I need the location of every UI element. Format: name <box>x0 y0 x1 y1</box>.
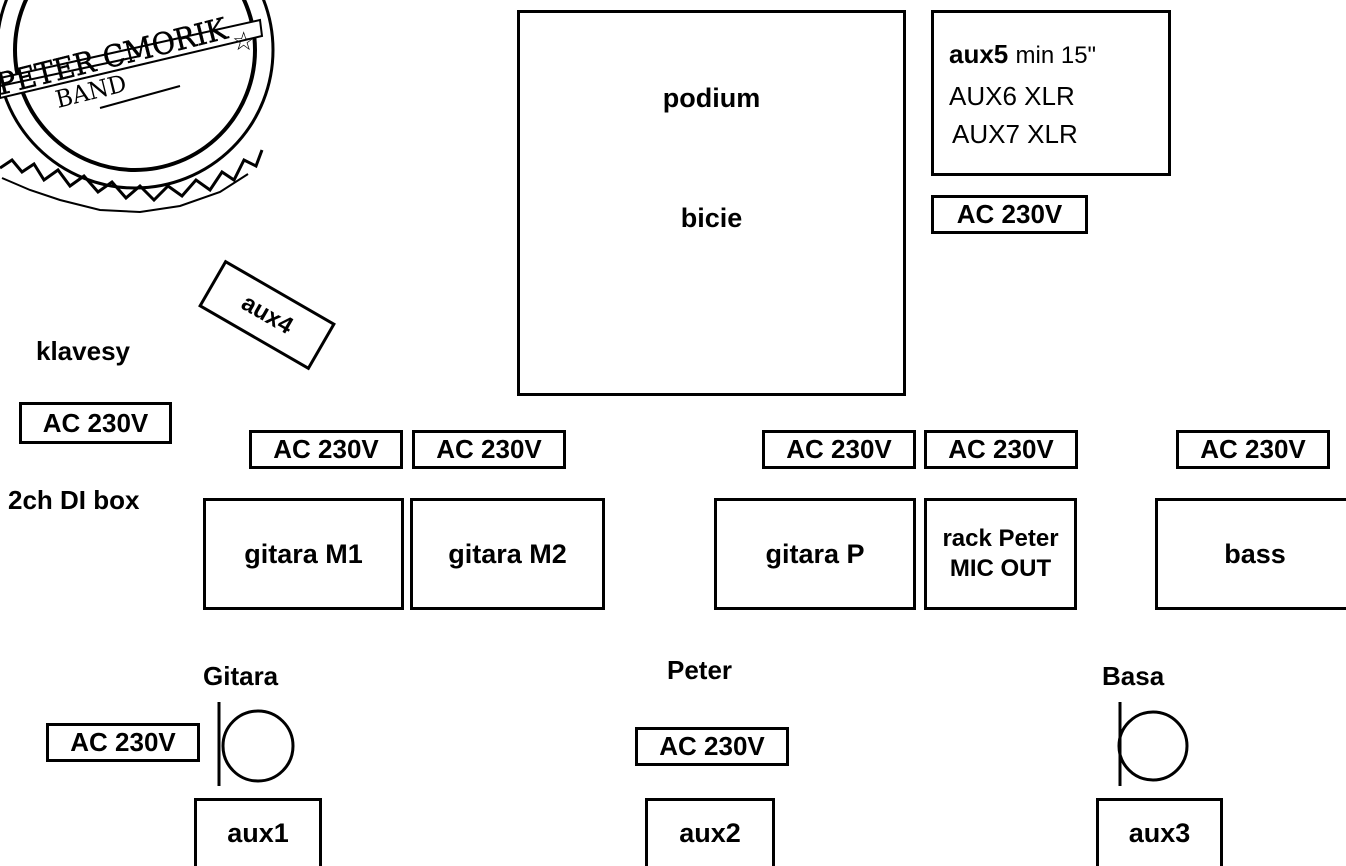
amp-guitar-m2: gitara M2 <box>410 498 605 610</box>
power-guitar-p: AC 230V <box>762 430 916 469</box>
keys-label: klavesy <box>36 336 130 366</box>
power-bass: AC 230V <box>1176 430 1330 469</box>
monitor-aux3: aux3 <box>1096 798 1223 866</box>
power-vocal-center: AC 230V <box>635 727 789 766</box>
aux6-label: AUX6 XLR <box>949 81 1075 111</box>
vocal-label-right: Basa <box>1102 661 1165 691</box>
vocal-label-center: Peter <box>667 655 733 685</box>
drum-monitor-box: aux5 min 15" AUX6 XLR AUX7 XLR <box>931 10 1171 176</box>
aux7-label: AUX7 XLR <box>952 119 1078 149</box>
band-logo: PETER CMORIK ☆ BAND <box>0 0 275 214</box>
aux4-label: aux4 <box>236 289 298 340</box>
power-rack: AC 230V <box>924 430 1078 469</box>
mic-stand-left-icon <box>217 702 295 786</box>
aux2-label: aux2 <box>679 818 741 848</box>
logo-star: ☆ <box>232 27 255 57</box>
power-guitar-m2: AC 230V <box>412 430 566 469</box>
rack-label-line2: MIC OUT <box>949 555 1052 582</box>
amp-guitar-m1-label: gitara M1 <box>244 538 363 569</box>
amp-bass: bass <box>1155 498 1346 610</box>
monitor-aux4: aux4 <box>198 259 336 371</box>
monitor-aux2: aux2 <box>645 798 775 866</box>
aux3-label: aux3 <box>1128 818 1191 848</box>
rack-peter: rack Peter MIC OUT <box>924 498 1077 610</box>
mic-stand-right-icon <box>1117 702 1189 786</box>
drum-riser: podium bicie <box>517 10 906 396</box>
rack-label-line1: rack Peter <box>942 525 1059 552</box>
aux5-label: aux5 <box>949 39 1009 69</box>
monitor-aux1: aux1 <box>194 798 322 866</box>
amp-guitar-p: gitara P <box>714 498 916 610</box>
amp-bass-label: bass <box>1224 538 1286 569</box>
vocal-label-left: Gitara <box>203 661 279 691</box>
amp-guitar-m1: gitara M1 <box>203 498 404 610</box>
power-drums: AC 230V <box>931 195 1088 234</box>
riser-label: podium <box>662 83 761 113</box>
aux5-line: aux5 min 15" <box>949 39 1096 70</box>
drums-label: bicie <box>680 203 743 233</box>
amp-guitar-m2-label: gitara M2 <box>448 538 567 569</box>
aux1-label: aux1 <box>227 818 289 848</box>
power-vocal-left: AC 230V <box>46 723 200 762</box>
di-box-label: 2ch DI box <box>8 485 140 515</box>
amp-guitar-p-label: gitara P <box>765 538 865 569</box>
aux5-note: min 15" <box>1015 42 1097 69</box>
power-guitar-m1: AC 230V <box>249 430 403 469</box>
power-keys: AC 230V <box>19 402 172 444</box>
